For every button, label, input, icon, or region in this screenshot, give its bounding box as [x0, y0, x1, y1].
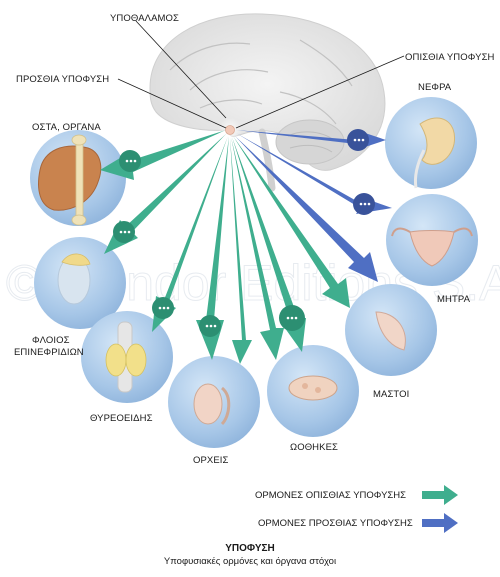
- arrow-to-thyroid: [152, 136, 228, 332]
- adrenal-cortex-label-line2: ΕΠΙΝΕΦΡΙΔΙΩΝ: [14, 347, 84, 358]
- bone-icon: [75, 139, 84, 221]
- arrow-to-breasts-green: [233, 136, 350, 308]
- arrow-to-uterus: [236, 133, 392, 215]
- breast-icon: [375, 311, 406, 351]
- caption: ΥΠΟΦΥΣΗ Υποφυσιακές ορμόνες και όργανα σ…: [164, 543, 336, 567]
- arrow-to-testes-2: [230, 137, 252, 364]
- thyroid-label: ΘΥΡΕΟΕΙΔΗΣ: [90, 413, 153, 424]
- bones-organs-label: ΟΣΤΑ, ΟΡΓΑΝΑ: [32, 122, 101, 133]
- kidney-icon: [419, 117, 456, 165]
- legend-posterior-label: ΟΡΜΟΝΕΣ ΟΠΙΣΘΙΑΣ ΥΠΟΦΥΣΗΣ: [255, 490, 406, 501]
- legend: ΟΡΜΟΝΕΣ ΟΠΙΣΘΙΑΣ ΥΠΟΦΥΣΗΣ ΟΡΜΟΝΕΣ ΠΡΟΣΘΙ…: [255, 485, 458, 533]
- legend-blue-arrow-icon: [422, 513, 458, 533]
- posterior-pituitary-label: ΟΠΙΣΘΙΑ ΥΠΟΦΥΣΗ: [405, 52, 495, 63]
- hypothalamus-label: ΥΠΟΘΑΛΑΜΟΣ: [110, 13, 179, 24]
- hypothalamus-leader-line: [135, 20, 227, 119]
- caption-subtitle: Υποφυσιακές ορμόνες και όργανα στόχοι: [164, 556, 336, 567]
- kidneys-label: ΝΕΦΡΑ: [418, 82, 452, 93]
- caption-title: ΥΠΟΦΥΣΗ: [225, 543, 275, 554]
- pituitary-gland: [218, 118, 242, 142]
- testis-icon: [193, 383, 223, 425]
- arrow-to-adrenal-cortex: [104, 133, 227, 254]
- legend-green-arrow-icon: [422, 485, 458, 505]
- leader-lines: [117, 20, 405, 129]
- arrow-to-breasts-blue: [235, 136, 378, 282]
- adrenal-cortex-label-line1: ΦΛΟΙΟΣ: [32, 335, 70, 346]
- breasts-label: ΜΑΣΤΟΙ: [373, 389, 409, 400]
- brain-illustration: [149, 13, 386, 192]
- arrow-to-testes: [196, 136, 229, 360]
- labels: ΥΠΟΘΑΛΑΜΟΣ ΠΡΟΣΘΙΑ ΥΠΟΦΥΣΗ ΟΠΙΣΘΙΑ ΥΠΟΦΥ…: [14, 13, 495, 466]
- anterior-pituitary-label: ΠΡΟΣΘΙΑ ΥΠΟΦΥΣΗ: [16, 74, 109, 85]
- hormone-arrows: [100, 129, 392, 364]
- ovary-icon: [288, 375, 338, 401]
- legend-anterior-label: ΟΡΜΟΝΕΣ ΠΡΟΣΘΙΑΣ ΥΠΟΦΥΣΗΣ: [258, 518, 413, 529]
- uterus-label: ΜΗΤΡΑ: [437, 294, 471, 305]
- arrow-to-ovaries: [231, 137, 306, 360]
- arrow-to-bones-organs: [100, 130, 226, 180]
- anterior-pituitary-leader-line: [117, 78, 227, 129]
- arrow-to-kidneys: [236, 129, 386, 151]
- uterus-icon: [409, 230, 455, 267]
- testes-label: ΟΡΧΕΙΣ: [193, 455, 229, 466]
- posterior-pituitary-leader-line: [235, 55, 405, 129]
- ovaries-label: ΩΟΘΗΚΕΣ: [290, 442, 338, 453]
- liver-icon: [38, 145, 102, 211]
- organ-illustrations: [38, 117, 473, 426]
